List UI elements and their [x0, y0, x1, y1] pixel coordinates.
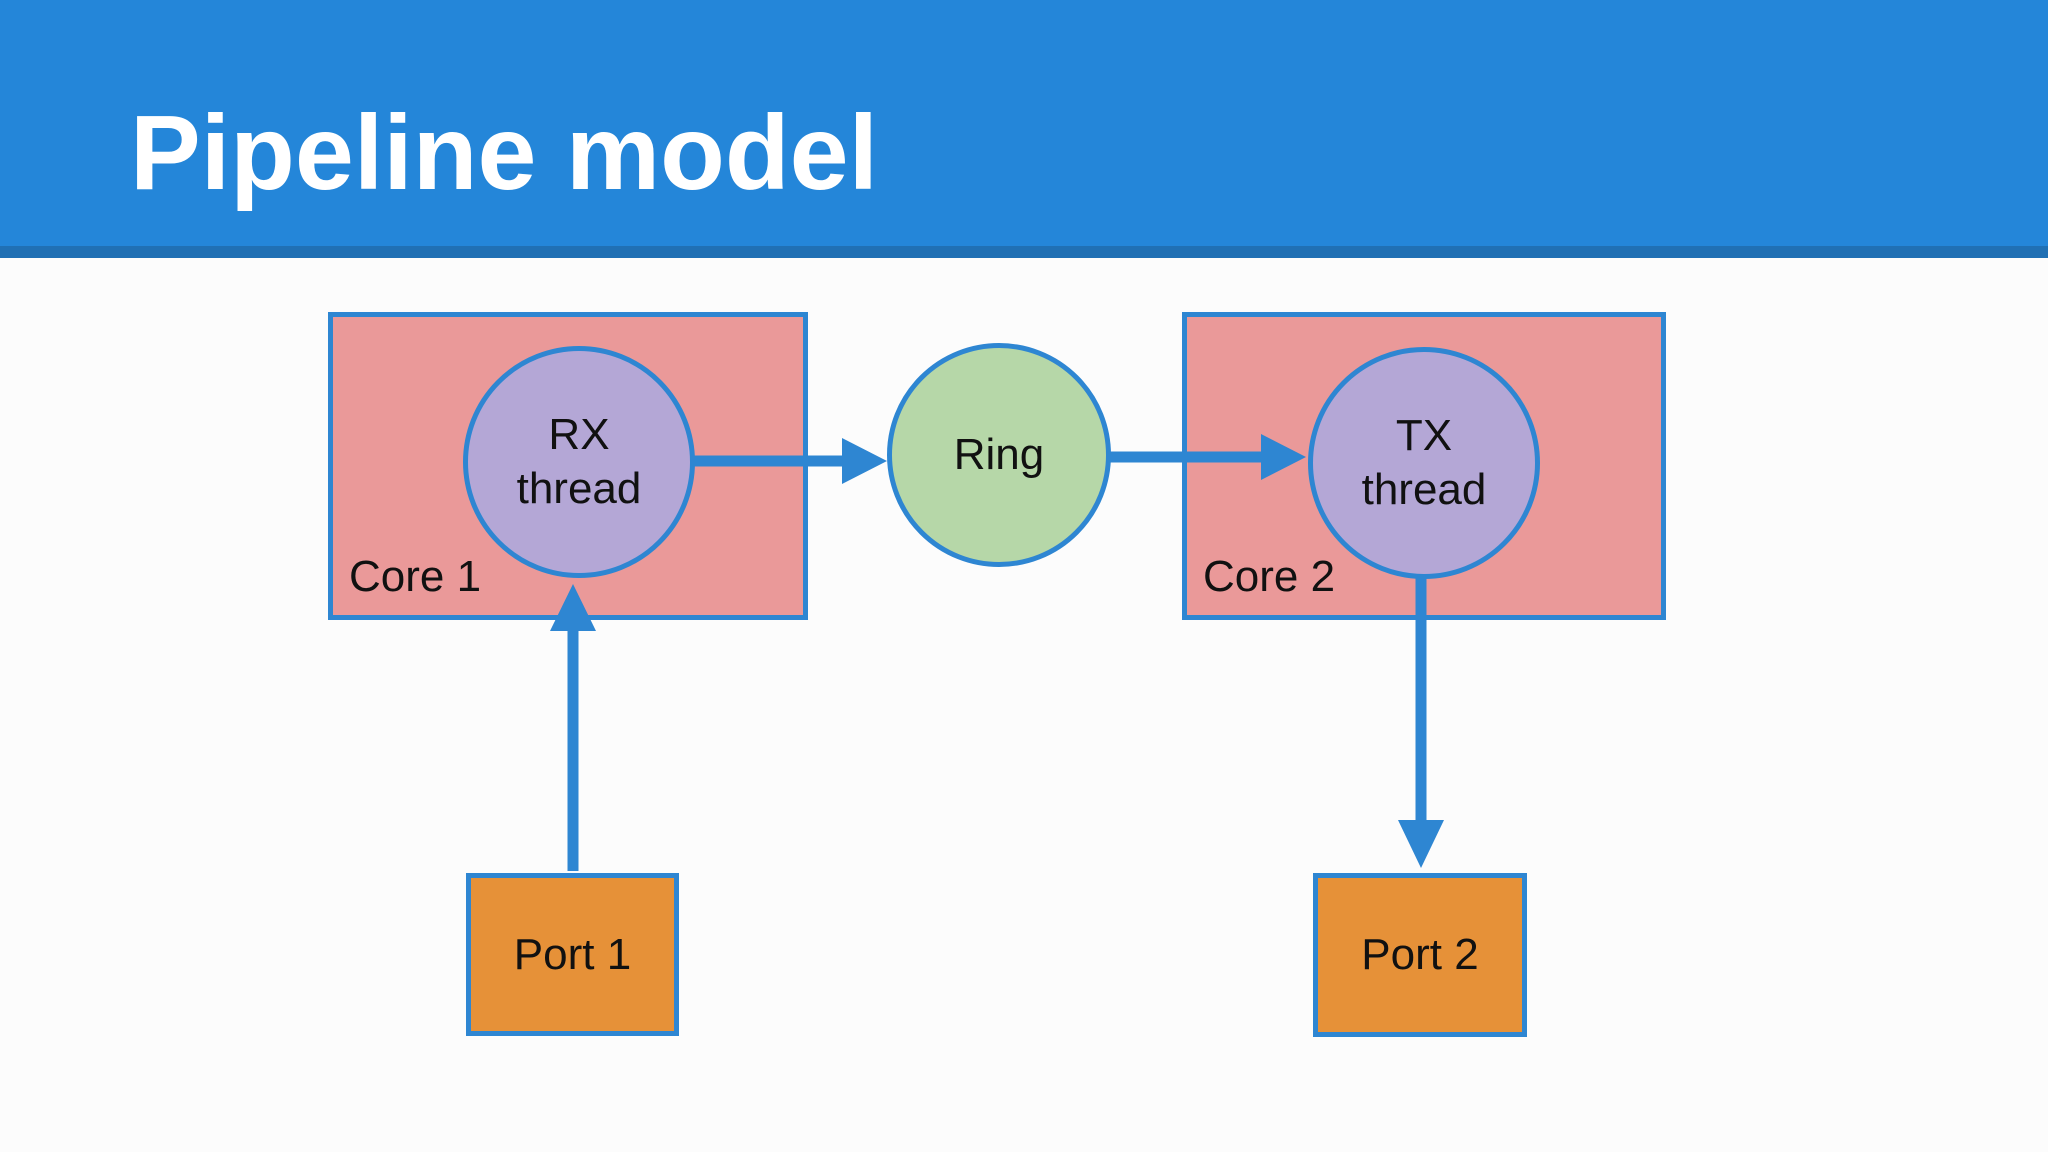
rx-thread-label: RX thread [516, 410, 642, 513]
rx-thread-node: RX thread [463, 346, 695, 578]
port1-box: Port 1 [466, 873, 679, 1036]
header-accent-strip [0, 246, 2048, 258]
arrow-tx-to-port2 [1398, 577, 1444, 868]
ring-label: Ring [953, 430, 1045, 480]
diagram-canvas: Core 1 Core 2 RX thread Ring TX thread P… [0, 258, 2048, 1152]
port2-label: Port 2 [1361, 930, 1479, 979]
port2-box: Port 2 [1313, 873, 1527, 1037]
slide-title: Pipeline model [130, 94, 879, 212]
tx-thread-node: TX thread [1308, 347, 1540, 579]
tx-thread-label: TX thread [1361, 411, 1487, 514]
slide-header: Pipeline model [0, 0, 2048, 246]
core2-label: Core 2 [1203, 551, 1336, 601]
core1-label: Core 1 [349, 551, 482, 601]
port1-label: Port 1 [513, 929, 632, 979]
ring-node: Ring [887, 343, 1111, 567]
arrow-port1-to-rx [550, 584, 596, 871]
